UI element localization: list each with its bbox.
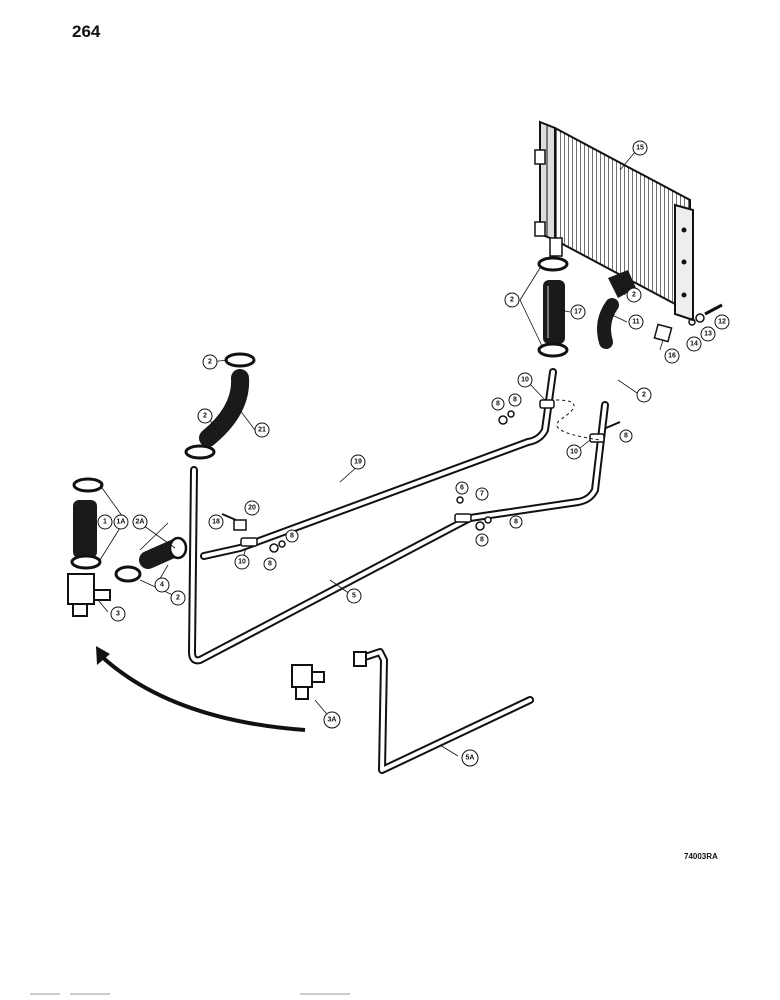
elbow-hose-11	[597, 270, 636, 349]
oil-tubes	[188, 368, 609, 774]
callout-19: 18	[208, 514, 224, 530]
callout-8: 8	[508, 393, 522, 407]
callout-6: 6	[455, 481, 469, 495]
svg-text:18: 18	[212, 519, 220, 526]
callout-1: 1	[97, 514, 113, 530]
callout-16: 16	[664, 348, 680, 364]
oil-cooler	[534, 120, 694, 322]
bracket-hardware	[653, 303, 723, 343]
svg-text:8: 8	[480, 537, 484, 544]
callout-3a: 3A	[323, 711, 341, 729]
callout-2: 2	[504, 292, 520, 308]
callout-10: 10	[234, 554, 250, 570]
svg-text:2: 2	[203, 413, 207, 420]
svg-text:8: 8	[268, 561, 272, 568]
svg-text:2: 2	[208, 359, 212, 366]
tee-fitting-3	[67, 573, 111, 617]
svg-text:10: 10	[238, 559, 246, 566]
callout-8: 8	[509, 515, 523, 529]
svg-text:16: 16	[668, 353, 676, 360]
hose-17	[537, 256, 569, 358]
svg-text:20: 20	[248, 505, 256, 512]
svg-text:8: 8	[513, 397, 517, 404]
tee-fitting-3a	[291, 651, 367, 700]
svg-text:10: 10	[570, 449, 578, 456]
svg-text:19: 19	[354, 459, 362, 466]
callout-8: 8	[491, 397, 505, 411]
callout-4: 4	[154, 577, 170, 593]
svg-text:2: 2	[632, 292, 636, 299]
page-number: 264	[72, 22, 101, 41]
svg-text:2: 2	[176, 595, 180, 602]
callout-8: 8	[285, 529, 299, 543]
svg-text:15: 15	[636, 145, 644, 152]
leader-lines	[97, 151, 664, 757]
routing-path	[555, 399, 601, 441]
callout-11: 11	[628, 314, 644, 330]
callout-2: 2	[197, 408, 213, 424]
callouts: 2 2 21 19 15 2 17 2 11 16 14 13 12 2 10 …	[97, 140, 730, 767]
svg-text:14: 14	[690, 341, 698, 348]
callout-2: 2	[636, 387, 652, 403]
clips-and-bolts	[221, 399, 621, 553]
svg-text:13: 13	[704, 331, 712, 338]
svg-text:17: 17	[574, 309, 582, 316]
callout-3: 3	[110, 606, 126, 622]
hose-4	[114, 536, 188, 583]
svg-text:7: 7	[480, 491, 484, 498]
figure-code: 74003RA	[684, 852, 718, 861]
callout-21: 21	[254, 422, 270, 438]
callout-1a: 1A	[113, 514, 129, 530]
svg-text:2A: 2A	[136, 519, 145, 526]
callout-14: 14	[686, 336, 702, 352]
callout-18: 19	[350, 454, 366, 470]
callout-13: 13	[700, 326, 716, 342]
callout-2: 2	[202, 354, 218, 370]
svg-text:6: 6	[460, 485, 464, 492]
callout-15: 15	[632, 140, 648, 156]
callout-2: 2	[170, 590, 186, 606]
hose-21	[184, 352, 256, 460]
svg-text:11: 11	[632, 319, 640, 326]
svg-text:3: 3	[116, 611, 120, 618]
reference-arrow	[96, 646, 306, 732]
svg-text:8: 8	[624, 433, 628, 440]
svg-text:2: 2	[642, 392, 646, 399]
svg-text:10: 10	[521, 377, 529, 384]
callout-8: 8	[619, 429, 633, 443]
svg-text:1: 1	[103, 519, 107, 526]
callout-20: 20	[244, 500, 260, 516]
hose-1	[70, 477, 104, 570]
svg-text:8: 8	[290, 533, 294, 540]
svg-text:3A: 3A	[328, 717, 337, 724]
svg-text:2: 2	[510, 297, 514, 304]
svg-text:8: 8	[514, 519, 518, 526]
callout-7: 7	[475, 487, 489, 501]
svg-text:8: 8	[496, 401, 500, 408]
svg-text:12: 12	[718, 319, 726, 326]
callout-10: 10	[517, 372, 533, 388]
svg-text:4: 4	[160, 582, 164, 589]
callout-8: 8	[475, 533, 489, 547]
callout-17: 17	[570, 304, 586, 320]
svg-text:1A: 1A	[117, 519, 126, 526]
callout-5a: 5A	[461, 749, 479, 767]
callout-2a: 2A	[132, 514, 148, 530]
svg-text:5: 5	[352, 593, 356, 600]
callout-12: 12	[714, 314, 730, 330]
svg-text:21: 21	[258, 427, 266, 434]
svg-text:5A: 5A	[466, 755, 475, 762]
callout-5: 5	[346, 588, 362, 604]
callout-10: 10	[566, 444, 582, 460]
callout-2: 2	[626, 287, 642, 303]
callout-8: 8	[263, 557, 277, 571]
